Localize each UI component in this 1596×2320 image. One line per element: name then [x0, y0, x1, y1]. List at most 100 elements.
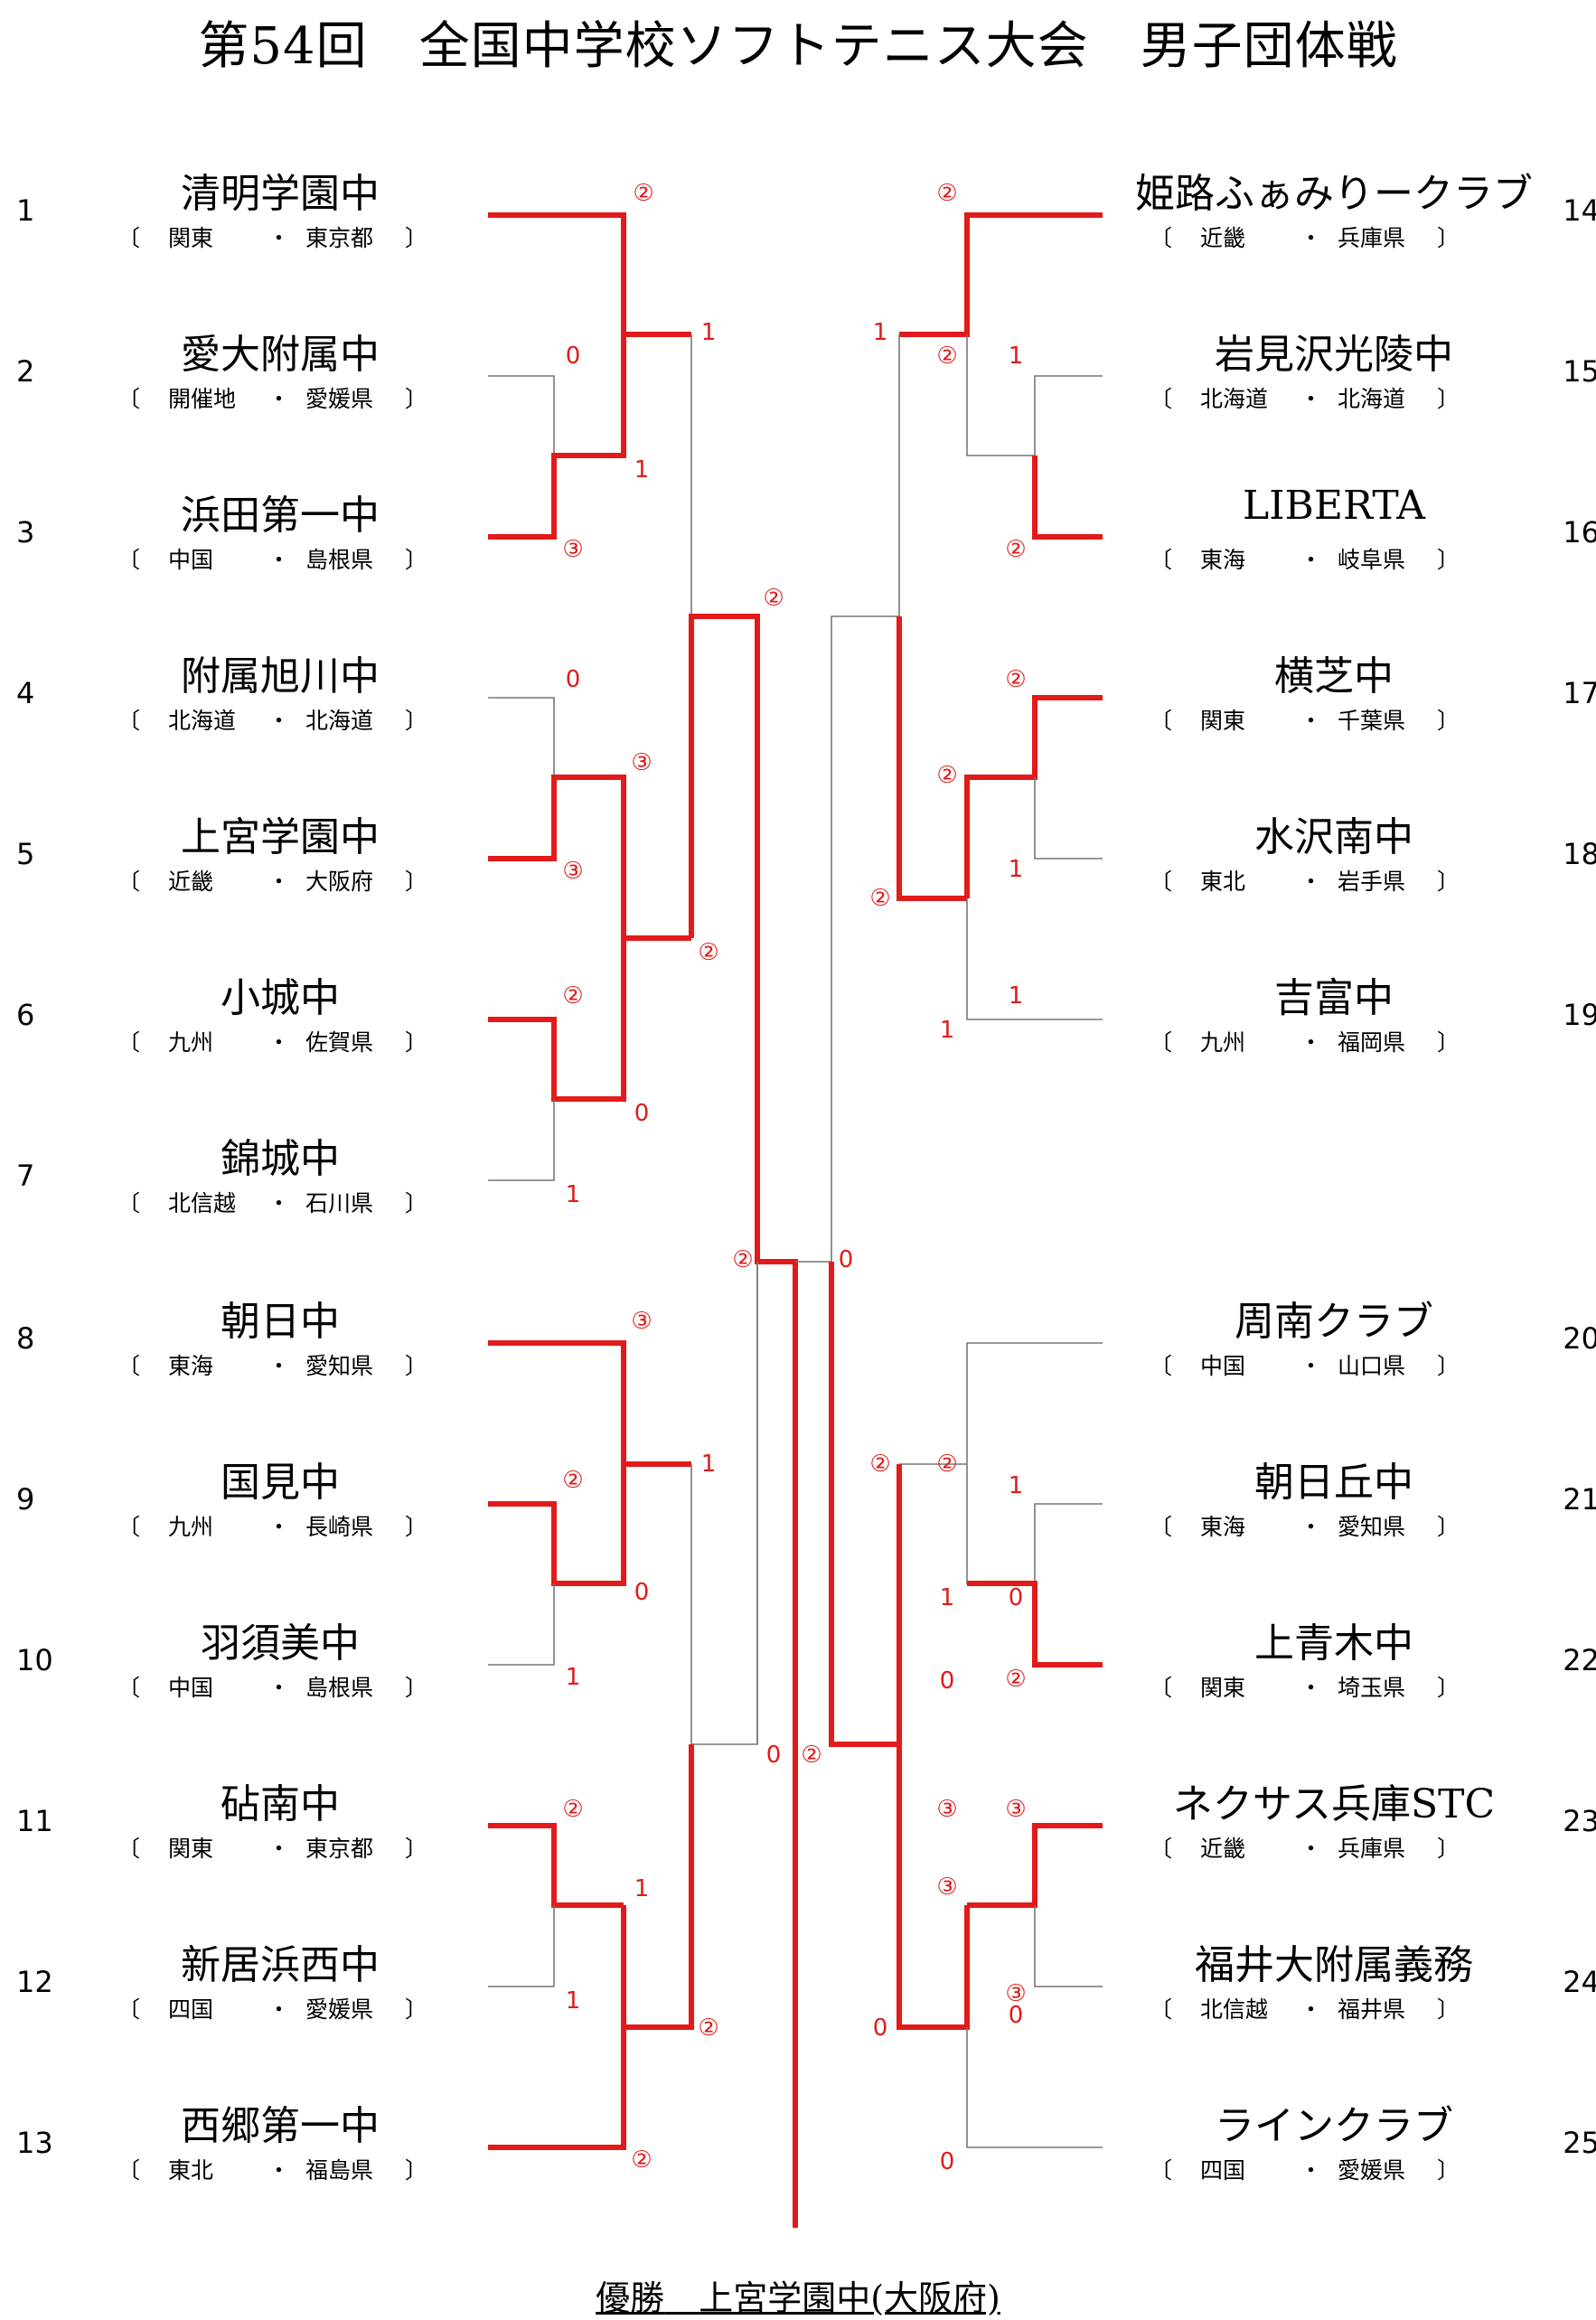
- prefecture-name: 兵庫県: [1338, 225, 1406, 251]
- bracket-close: 〕: [405, 1996, 428, 2023]
- team-name: 国見中: [221, 1460, 340, 1506]
- match-score: 1: [873, 319, 888, 346]
- match-score: ②: [763, 585, 784, 612]
- team-number: 5: [16, 837, 35, 871]
- prefecture-name: 佐賀県: [305, 1029, 374, 1056]
- winner-path: [1032, 1583, 1103, 1667]
- team-region: 〔中国・島根県〕: [117, 1670, 427, 1701]
- team-region: 〔東海・愛知県〕: [1150, 1509, 1460, 1540]
- team-region: 〔開催地・愛媛県〕: [117, 381, 427, 412]
- team-region: 〔北信越・福井県〕: [1150, 1992, 1460, 2023]
- team-name: 錦城中: [221, 1136, 340, 1182]
- team-name: 朝日中: [221, 1299, 340, 1345]
- match-score: 1: [566, 1181, 581, 1208]
- match-score: ③: [936, 1874, 957, 1901]
- winner-path: [829, 1262, 902, 1747]
- team-number: 15: [1563, 354, 1596, 389]
- separator-dot: ・: [1300, 1029, 1323, 1056]
- region-name: 関東: [1200, 708, 1246, 734]
- team-region: 〔九州・佐賀県〕: [117, 1025, 427, 1056]
- team-number: 6: [16, 998, 35, 1032]
- winner-path: [488, 938, 626, 1102]
- match-score: ②: [698, 939, 718, 966]
- region-name: 中国: [1200, 1353, 1246, 1379]
- match-score: 0: [566, 343, 581, 370]
- bracket-open: 〔: [117, 1514, 141, 1540]
- match-score: ②: [936, 762, 957, 789]
- separator-dot: ・: [268, 1675, 291, 1701]
- match-score: ③: [631, 749, 652, 776]
- bracket-close: 〕: [405, 225, 428, 251]
- match-score: ③: [631, 1308, 652, 1335]
- region-name: 近畿: [1200, 225, 1246, 251]
- winner-path: [488, 2027, 626, 2150]
- champion-line: 優勝 上宮学園中(大阪府): [0, 2270, 1596, 2320]
- team-region: 〔北信越・石川県〕: [117, 1186, 427, 1216]
- prefecture-name: 島根県: [305, 547, 374, 573]
- bracket-close: 〕: [405, 386, 428, 412]
- prefecture-name: 北海道: [305, 708, 374, 734]
- team-region: 〔東海・岐阜県〕: [1150, 542, 1460, 573]
- separator-dot: ・: [268, 1514, 291, 1540]
- bracket-close: 〕: [405, 1836, 428, 1862]
- bracket-open: 〔: [117, 1675, 141, 1701]
- prefecture-name: 愛媛県: [1338, 2157, 1406, 2184]
- bracket-close: 〕: [405, 708, 428, 734]
- team-region: 〔九州・福岡県〕: [1150, 1025, 1460, 1056]
- bracket-open: 〔: [1150, 1996, 1173, 2023]
- bracket-line: [966, 898, 1103, 1020]
- team-number: 10: [16, 1643, 53, 1677]
- winner-path: [1032, 456, 1103, 540]
- winner-path: [967, 1823, 1103, 1908]
- prefecture-name: 千葉県: [1338, 708, 1406, 734]
- team-name: ネクサス兵庫STC: [1172, 1781, 1496, 1827]
- bracket-line: [488, 1583, 555, 1666]
- winner-path: [897, 616, 967, 901]
- team-region: 〔中国・島根県〕: [117, 542, 427, 573]
- bracket-open: 〔: [117, 1029, 141, 1056]
- region-name: 東海: [1200, 1514, 1246, 1540]
- team-region: 〔北海道・北海道〕: [1150, 381, 1460, 412]
- match-score: ②: [869, 885, 890, 912]
- separator-dot: ・: [268, 1353, 291, 1379]
- region-name: 東海: [1200, 547, 1246, 573]
- bracket-close: 〕: [405, 547, 428, 573]
- match-score: 0: [766, 1742, 782, 1769]
- team-region: 〔東北・岩手県〕: [1150, 864, 1460, 895]
- bracket-line: [488, 375, 555, 537]
- bracket-close: 〕: [1437, 2157, 1460, 2184]
- team-name: 姫路ふぁみりークラブ: [1135, 171, 1533, 217]
- match-score: 1: [940, 1584, 955, 1611]
- match-score: ②: [562, 1796, 583, 1823]
- winner-path: [488, 1464, 626, 1586]
- match-score: 0: [1009, 1584, 1024, 1611]
- separator-dot: ・: [268, 2157, 291, 2184]
- bracket-line: [899, 1342, 1103, 1465]
- team-name: 愛大附属中: [181, 332, 380, 378]
- bracket-open: 〔: [1150, 1675, 1173, 1701]
- match-score: ②: [936, 1451, 957, 1478]
- bracket-open: 〔: [117, 708, 141, 734]
- bracket-open: 〔: [117, 2157, 141, 2184]
- prefecture-name: 岐阜県: [1338, 547, 1406, 573]
- match-score: ②: [732, 1246, 753, 1273]
- team-region: 〔九州・長崎県〕: [117, 1509, 427, 1540]
- match-score: 0: [940, 2148, 955, 2175]
- match-score: ③: [936, 1796, 957, 1823]
- match-score: ②: [633, 180, 653, 207]
- match-score: 1: [566, 1987, 581, 2015]
- prefecture-name: 長崎県: [305, 1514, 374, 1540]
- region-name: 近畿: [168, 869, 214, 895]
- match-score: ②: [1005, 666, 1026, 693]
- separator-dot: ・: [268, 1836, 291, 1862]
- separator-dot: ・: [1300, 386, 1323, 412]
- bracket-close: 〕: [405, 1029, 428, 1056]
